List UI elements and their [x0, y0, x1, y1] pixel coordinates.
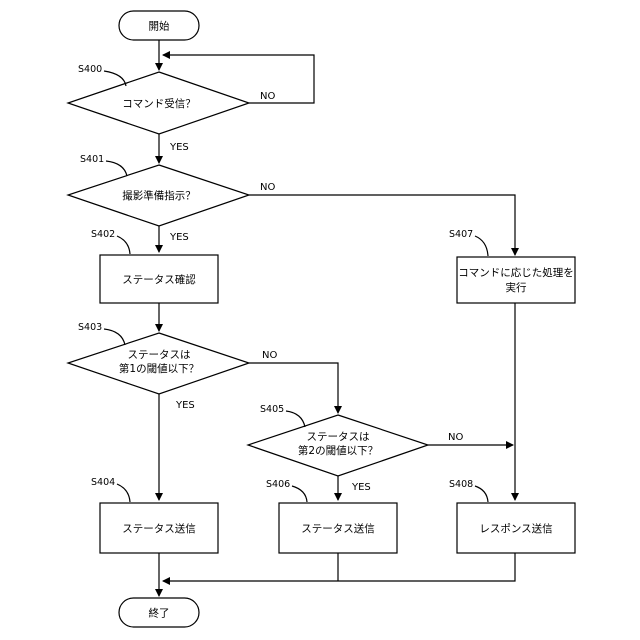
process-s408-label: レスポンス送信	[479, 522, 552, 535]
process-s404-label: ステータス送信	[122, 522, 196, 535]
decision-s403-label-2: 第1の閾値以下？	[119, 362, 199, 375]
step-pointer-s401	[106, 161, 127, 176]
decision-s405-label-2: 第2の閾値以下？	[298, 444, 378, 457]
process-s406-label: ステータス送信	[301, 522, 375, 535]
step-pointer-s408	[475, 486, 488, 502]
step-pointer-s407	[475, 236, 488, 256]
branch-s401-yes: YES	[169, 232, 189, 243]
decision-s403: ステータスは 第1の閾値以下？	[68, 333, 249, 394]
decision-s400: コマンド受信？	[68, 72, 249, 134]
branch-s400-yes: YES	[169, 142, 189, 153]
step-label-s407: S407	[449, 229, 473, 240]
decision-s405: ステータスは 第2の閾値以下？	[248, 415, 428, 476]
branch-s405-no: NO	[448, 432, 463, 443]
end-terminal: 終了	[119, 598, 199, 627]
edge-s401-no	[249, 195, 515, 255]
decision-s401-label: 撮影準備指示？	[122, 189, 196, 202]
decision-s403-label-1: ステータスは	[128, 349, 191, 361]
step-label-s402: S402	[91, 229, 115, 240]
step-pointer-s406	[292, 486, 307, 502]
step-label-s405: S405	[260, 404, 284, 415]
branch-s403-no: NO	[262, 350, 277, 361]
branch-s400-no: NO	[260, 91, 275, 102]
process-s407: コマンドに応じた処理を 実行	[457, 257, 575, 303]
process-s402: ステータス確認	[100, 255, 218, 303]
process-s402-label: ステータス確認	[122, 273, 196, 286]
step-label-s403: S403	[78, 322, 102, 333]
decision-s405-label-1: ステータスは	[307, 431, 370, 443]
start-terminal: 開始	[119, 11, 199, 40]
process-s407-label-1: コマンドに応じた処理を	[458, 266, 574, 279]
step-pointer-s405	[286, 411, 305, 427]
end-label: 終了	[149, 607, 170, 620]
step-label-s404: S404	[91, 477, 115, 488]
branch-s401-no: NO	[260, 182, 275, 193]
start-label: 開始	[149, 20, 170, 33]
branch-s405-yes: YES	[351, 482, 371, 493]
step-label-s406: S406	[266, 479, 290, 490]
process-s406: ステータス送信	[279, 503, 397, 553]
step-label-s408: S408	[449, 479, 473, 490]
step-pointer-s403	[104, 329, 125, 345]
step-label-s400: S400	[78, 64, 102, 75]
step-pointer-s402	[117, 236, 130, 254]
step-label-s401: S401	[80, 154, 104, 165]
process-s408: レスポンス送信	[457, 503, 575, 553]
step-pointer-s404	[117, 484, 130, 502]
edge-merge	[163, 553, 515, 581]
branch-s403-yes: YES	[175, 400, 195, 411]
decision-s401: 撮影準備指示？	[68, 165, 249, 226]
decision-s400-label: コマンド受信？	[122, 98, 196, 110]
process-s404: ステータス送信	[100, 503, 218, 553]
process-s407-label-2: 実行	[506, 281, 527, 294]
